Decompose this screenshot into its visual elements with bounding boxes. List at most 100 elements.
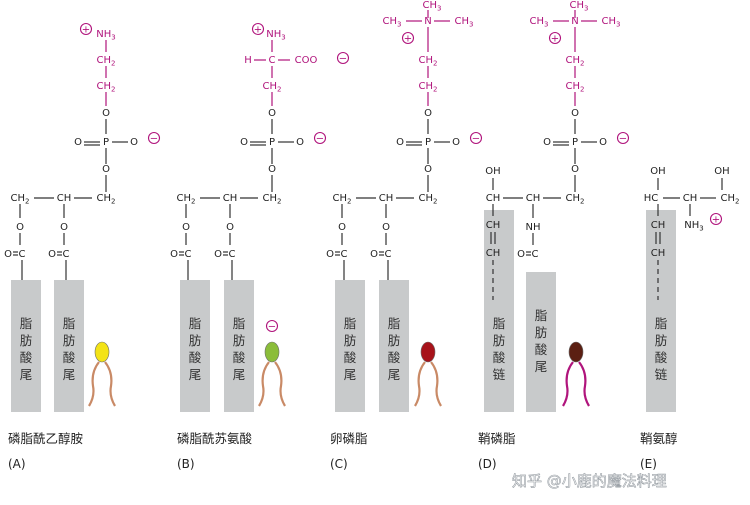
e-chain-box-char-3: 链 [655, 367, 668, 382]
b-coo-minus-ring [336, 51, 350, 65]
a-phosphate-minus-sign: − [150, 134, 158, 145]
d-tail-box-2-char-2: 酸 [535, 342, 548, 357]
d-chain-box-1 [484, 210, 514, 412]
d-chain-ch-2: CH [486, 248, 501, 259]
d-lipid-icon-tail-2 [578, 361, 590, 407]
c-glycerol-ester-oc-1: O [370, 249, 378, 260]
b-h: H [244, 55, 252, 66]
b-c: C [269, 55, 276, 66]
b-phosphate-o-bottom: O [268, 164, 276, 175]
c-glycerol-ester-oc-0: O [326, 249, 334, 260]
a-tail-box-1-char-3: 尾 [20, 367, 33, 382]
b-tail-box-1-char-2: 酸 [189, 350, 202, 365]
watermark-text: 知乎 @小鹿的魔法料理 [512, 472, 667, 490]
d-oh: OH [485, 166, 500, 177]
c-letter: (C) [330, 457, 348, 471]
d-chain-ch-1: CH [486, 220, 501, 231]
a-phosphate-o-top: O [102, 108, 110, 119]
d-choline-plus-sign: + [551, 34, 559, 45]
e-oh-left: OH [650, 166, 665, 177]
d-tail-box-2-char-0: 脂 [535, 308, 548, 323]
b-lipid-icon-tail-2 [274, 361, 286, 407]
b-head-minus-sign: − [268, 322, 276, 333]
d-choline-plus-ring [548, 31, 562, 45]
c-choline-plus-sign: + [404, 34, 412, 45]
a-phosphate-o-bottom: O [102, 164, 110, 175]
c-phosphate-o-left: O [396, 137, 404, 148]
a-phosphate-p: P [103, 137, 109, 148]
c-phosphate-o-right: O [452, 137, 460, 148]
a-glycerol-ester-oc-1: O [48, 249, 56, 260]
b-phosphate-minus-ring [313, 131, 327, 145]
c-phosphate-p: P [425, 137, 431, 148]
b-phosphate-minus-sign: − [316, 134, 324, 145]
b-letter: (B) [177, 457, 195, 471]
b-lipid-icon-head [264, 341, 280, 363]
a-tail-box-2 [54, 280, 84, 412]
a-glycerol-ester-c-1: C [63, 249, 70, 260]
d-chain-box-1-char-0: 脂 [493, 316, 506, 331]
a-glycerol-ester-o-1: O [60, 222, 68, 233]
d-phosphate-o-top: O [571, 108, 579, 119]
b-tail-box-1 [180, 280, 210, 412]
d-choline-ch3-right: CH3 [602, 16, 621, 29]
d-ch-mid: CH [526, 193, 541, 204]
d-chain-box-1-char-1: 肪 [493, 333, 506, 348]
e-letter: (E) [640, 457, 657, 471]
d-ch-left: CH [486, 193, 501, 204]
c-tail-box-1-char-2: 酸 [344, 350, 357, 365]
c-phosphate-o-bottom: O [424, 164, 432, 175]
a-tail-box-2-char-2: 酸 [63, 350, 76, 365]
a-nh3-label: NH3 [96, 29, 115, 42]
c-phosphate-minus-ring [469, 131, 483, 145]
d-choline-n: N [571, 16, 578, 27]
a-lipid-icon-tail-2 [104, 361, 116, 407]
d-phosphate-o-left: O [543, 137, 551, 148]
b-glycerol-ester-oc-0: O [170, 249, 178, 260]
b-glycerol-ch-mid: CH [223, 193, 238, 204]
b-glycerol-ch2-right: CH2 [263, 193, 282, 206]
e-oh-right: OH [714, 166, 729, 177]
c-glycerol-ch2-right: CH2 [419, 193, 438, 206]
d-amide-o: O [517, 249, 525, 260]
b-lipid-icon-tail-1 [258, 361, 270, 407]
b-glycerol-ester-o-0: O [182, 222, 190, 233]
c-phosphate-minus-sign: − [472, 134, 480, 145]
b-glycerol-ester-c-1: C [229, 249, 236, 260]
d-phosphate-minus-sign: − [619, 134, 627, 145]
a-tail-box-1-char-2: 酸 [20, 350, 33, 365]
b-tail-box-1-char-3: 尾 [189, 367, 202, 382]
e-chain-ch-2: CH [651, 248, 666, 259]
d-chain-box-1-char-3: 链 [493, 367, 506, 382]
c-tail-box-1-char-1: 肪 [344, 333, 357, 348]
d-choline-ch3-left: CH3 [530, 16, 549, 29]
a-tail-box-2-char-3: 尾 [63, 367, 76, 382]
c-glycerol-ester-o-1: O [382, 222, 390, 233]
c-caption: 卵磷脂 [330, 431, 368, 446]
e-ch: CH [683, 193, 698, 204]
b-nh3-label: NH3 [266, 29, 285, 42]
d-choline-ch2-1: CH2 [566, 55, 585, 68]
c-choline-ch3-left: CH3 [383, 16, 402, 29]
c-tail-box-2-char-3: 尾 [388, 367, 401, 382]
b-coo: COO [295, 55, 318, 66]
c-tail-box-1-char-0: 脂 [344, 316, 357, 331]
a-tail-box-1-char-0: 脂 [20, 316, 33, 331]
a-nh3-ring [79, 22, 93, 36]
d-choline-ch3-top: CH3 [570, 0, 589, 13]
e-chain-box-char-1: 肪 [655, 333, 668, 348]
d-tail-box-2-char-1: 肪 [535, 325, 548, 340]
a-phosphate-o-right: O [130, 137, 138, 148]
a-glycerol-ester-o-0: O [16, 222, 24, 233]
b-nh3-ring [251, 22, 265, 36]
a-tail-box-1 [11, 280, 41, 412]
b-glycerol-ester-o-1: O [226, 222, 234, 233]
c-glycerol-ch2-left: CH2 [333, 193, 352, 206]
c-tail-box-2-char-1: 肪 [388, 333, 401, 348]
